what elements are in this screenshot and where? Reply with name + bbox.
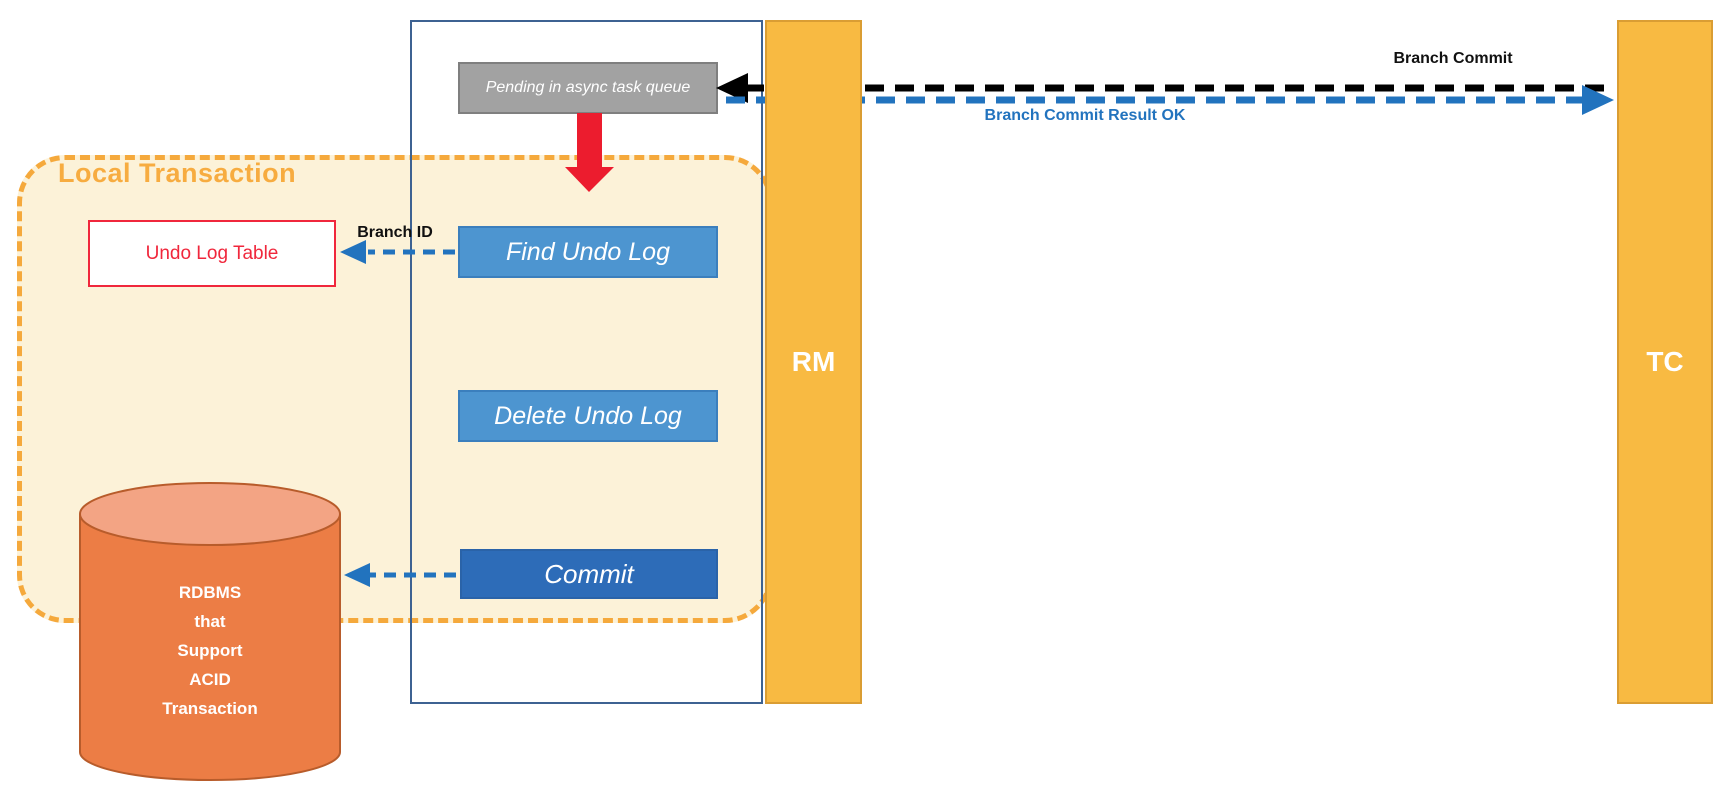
commit-label: Commit xyxy=(544,558,634,589)
local-transaction-label: Local Transaction xyxy=(58,158,297,188)
rdbms-label: RDBMS that Support ACID Transaction xyxy=(80,578,340,723)
delete-undo-log-label: Delete Undo Log xyxy=(494,401,682,430)
tc-lifeline: TC xyxy=(1617,20,1713,704)
tc-label: TC xyxy=(1646,346,1684,377)
delete-undo-log-box: Delete Undo Log xyxy=(458,390,718,442)
undo-log-table-label: Undo Log Table xyxy=(145,242,279,264)
find-undo-log-box: Find Undo Log xyxy=(458,226,718,278)
async-task-queue-label: Pending in async task queue xyxy=(485,79,691,96)
rdbms-label-line: ACID xyxy=(189,670,231,689)
find-undo-log-label: Find Undo Log xyxy=(505,237,670,266)
branch-commit-arrow-label: Branch Commit xyxy=(1393,50,1513,67)
undo-log-table-box: Undo Log Table xyxy=(88,220,336,287)
rdbms-label-line: Transaction xyxy=(162,699,258,718)
rm-label: RM xyxy=(791,346,836,377)
rdbms-label-line: Support xyxy=(177,641,243,660)
rdbms-label-line: that xyxy=(194,612,226,631)
async-task-queue-box: Pending in async task queue xyxy=(458,62,718,114)
branch-id-arrow-label: Branch ID xyxy=(357,224,433,241)
rm-process-container xyxy=(410,20,763,704)
commit-box: Commit xyxy=(460,549,718,599)
rm-lifeline: RM xyxy=(765,20,862,704)
branch-commit-result-arrow-label: Branch Commit Result OK xyxy=(984,107,1186,124)
rdbms-label-line: RDBMS xyxy=(178,583,242,602)
